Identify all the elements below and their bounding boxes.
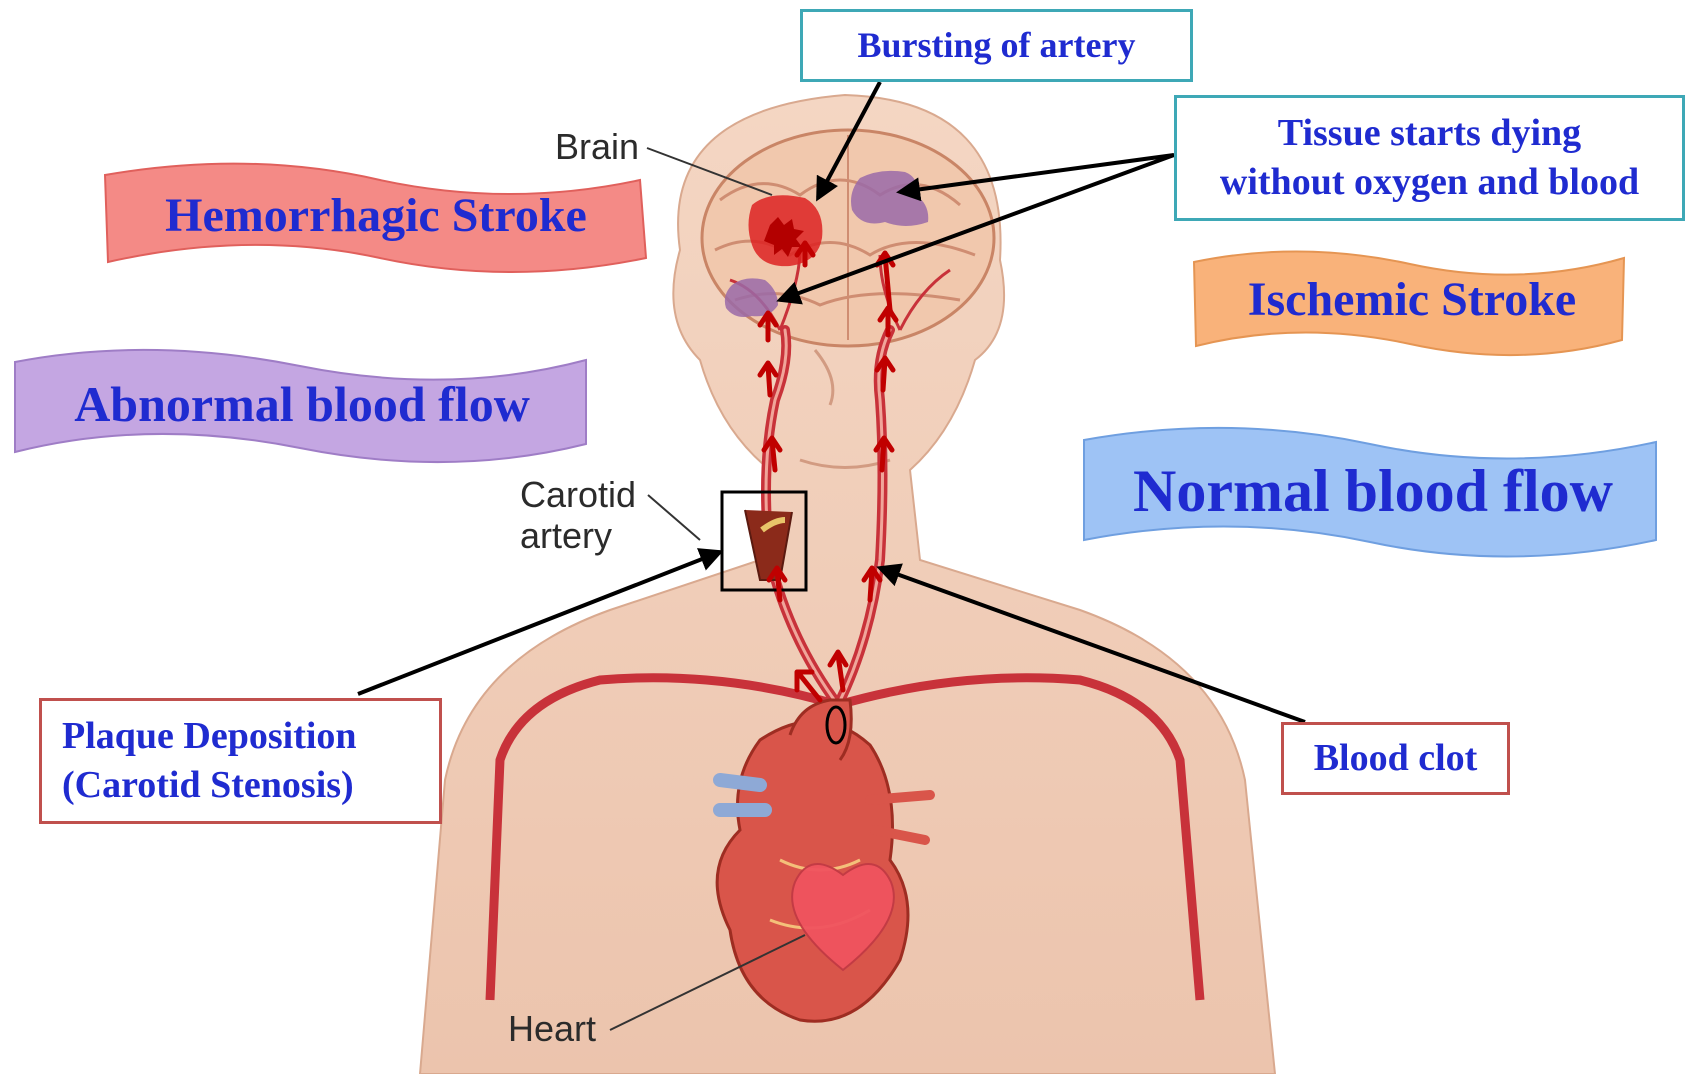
bursting-callout-text: Bursting of artery	[858, 22, 1136, 69]
heart-label: Heart	[508, 1008, 596, 1049]
plaque-callout-line2: (Carotid Stenosis)	[62, 761, 357, 810]
bursting-callout: Bursting of artery	[800, 9, 1193, 82]
hemorrhagic-stroke-label: Hemorrhagic Stroke	[108, 188, 644, 243]
blood-clot-callout-text: Blood clot	[1314, 734, 1478, 783]
blood-clot-callout: Blood clot	[1281, 722, 1510, 795]
brain-label: Brain	[555, 126, 639, 167]
plaque-callout-line1: Plaque Deposition	[62, 712, 357, 761]
tissue-callout-line1: Tissue starts dying	[1220, 109, 1639, 158]
normal-blood-flow-label: Normal blood flow	[1088, 457, 1658, 526]
tissue-dying-callout: Tissue starts dying without oxygen and b…	[1174, 95, 1685, 221]
carotid-artery-label: Carotid artery	[520, 474, 636, 557]
tissue-callout-line2: without oxygen and blood	[1220, 158, 1639, 207]
abnormal-blood-flow-label: Abnormal blood flow	[18, 375, 586, 433]
ischemic-stroke-label: Ischemic Stroke	[1197, 272, 1627, 327]
carotid-label-line1: Carotid	[520, 474, 636, 515]
plaque-callout: Plaque Deposition (Carotid Stenosis)	[39, 698, 442, 824]
carotid-label-line2: artery	[520, 515, 636, 556]
